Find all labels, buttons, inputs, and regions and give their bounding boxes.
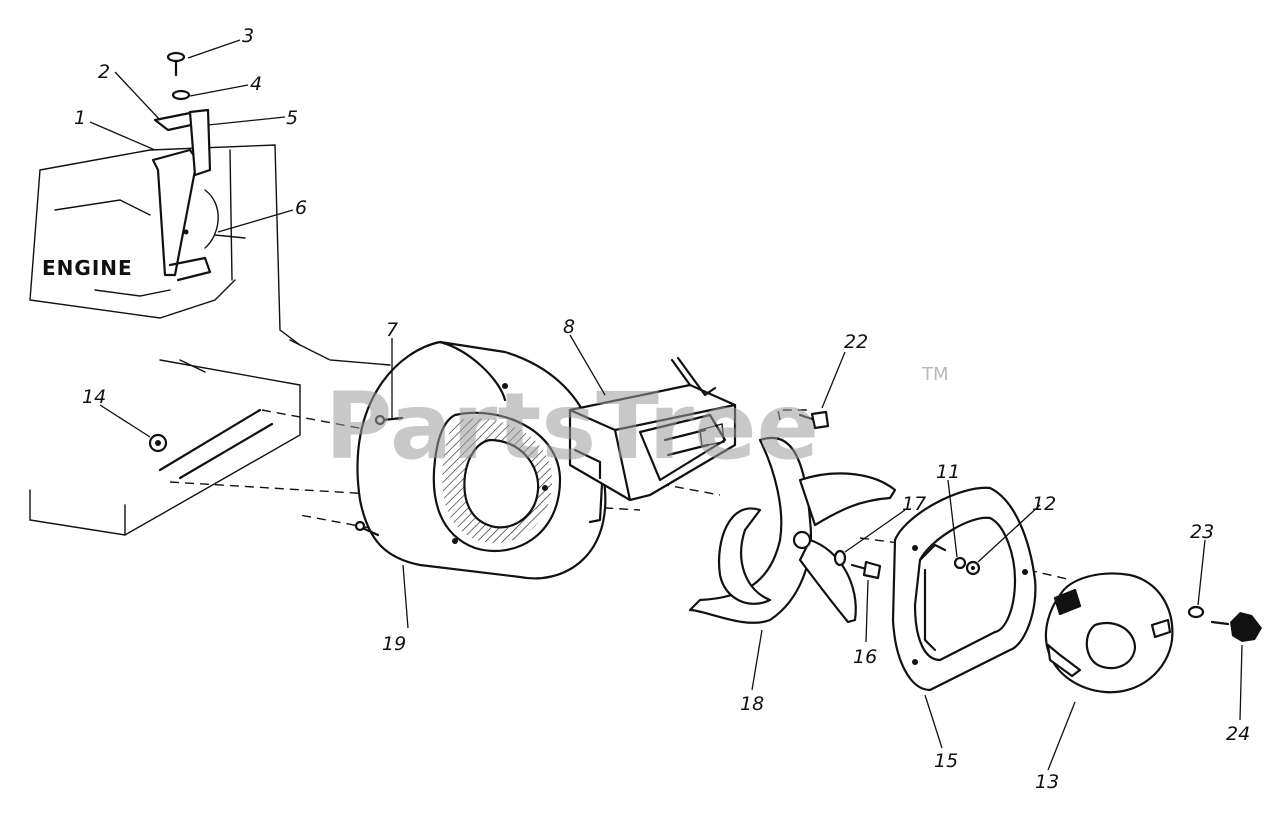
- part-23-washer: [1187, 605, 1205, 619]
- part-19-blower-housing: [356, 340, 607, 580]
- callout-11: 11: [936, 461, 960, 483]
- callout-6: 6: [295, 197, 307, 219]
- part-3-bolt: [166, 51, 186, 77]
- callout-24: 24: [1226, 723, 1250, 745]
- leader-lines: [89, 39, 1243, 771]
- part-1-bracket: [151, 148, 212, 282]
- callout-18: 18: [740, 693, 764, 715]
- part-7-screw: [374, 414, 404, 426]
- callout-13: 13: [1035, 771, 1059, 793]
- callout-labels: 3 2 4 1 5 6 7 8 22 14 11 12 17 23 19 16 …: [74, 25, 1250, 793]
- engine-label: ENGINE: [42, 256, 133, 280]
- part-14-nut: [148, 433, 168, 453]
- callout-14: 14: [82, 386, 106, 408]
- watermark-trademark: TM: [921, 364, 949, 385]
- callout-17: 17: [902, 493, 926, 515]
- part-4-washer: [171, 89, 191, 101]
- callout-2: 2: [98, 61, 110, 83]
- part-6-cable: [204, 189, 246, 249]
- part-5-clamp: [188, 108, 212, 177]
- callout-16: 16: [853, 646, 877, 668]
- callout-22: 22: [844, 331, 868, 353]
- part-17-washer: [833, 549, 847, 567]
- part-24-knob: [1210, 612, 1262, 642]
- engine-block: [29, 144, 391, 366]
- part-15-mounting-plate: [891, 486, 1037, 692]
- part-18-impeller: [688, 436, 897, 624]
- part-19-screw: [354, 520, 380, 537]
- engine-deck: [29, 359, 301, 536]
- part-12-nut: [965, 560, 981, 576]
- part-16-bolt: [850, 560, 882, 580]
- watermark: PartsTree: [325, 373, 819, 480]
- callout-5: 5: [286, 107, 298, 129]
- callout-8: 8: [563, 316, 575, 338]
- part-13-cover: [1044, 572, 1174, 694]
- callout-19: 19: [382, 633, 406, 655]
- part-11-pin: [953, 556, 967, 570]
- callout-15: 15: [934, 750, 958, 772]
- part-22-bolt: [798, 410, 830, 430]
- callout-4: 4: [250, 73, 262, 95]
- callout-23: 23: [1190, 521, 1214, 543]
- callout-12: 12: [1032, 493, 1056, 515]
- callout-3: 3: [242, 25, 254, 47]
- part-8-chute: [568, 356, 737, 502]
- callout-1: 1: [74, 107, 86, 129]
- callout-7: 7: [386, 319, 398, 341]
